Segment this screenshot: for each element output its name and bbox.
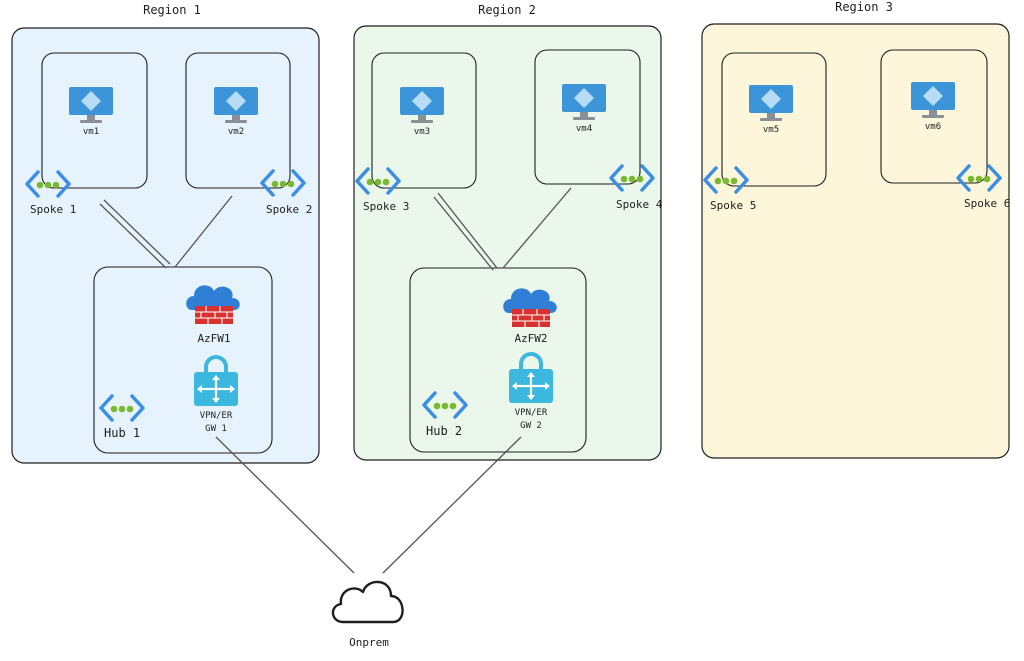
hub-2-box [409,267,587,453]
spoke-4-vnet-icon [609,164,655,192]
azfw1-firewall-icon [186,285,240,324]
vm-icon [911,82,955,118]
vm2-box [185,52,291,189]
vm4-label: vm4 [575,124,593,134]
onprem-cloud-icon [331,580,404,624]
azfw2-firewall-icon [503,288,557,327]
spoke-3-vnet-icon [355,167,401,195]
vm1-label: vm1 [82,127,100,137]
vm3-box [371,52,477,189]
region-3-title: Region 3 [835,0,893,14]
spoke-2-label: Spoke 2 [266,203,313,216]
gw2-onprem-link [382,436,522,574]
gw2-gateway-icon [509,352,553,403]
region-1-title: Region 1 [143,3,201,17]
gw1-onprem-link [215,436,355,574]
vm4-box [534,49,641,185]
spoke-6-vnet-icon [956,164,1002,192]
vm-icon [749,85,793,121]
spoke-1-vnet-icon [25,170,71,198]
spoke-3-label: Spoke 3 [363,200,410,213]
vm5-box [721,52,827,187]
hub-2-vnet-icon [422,391,468,419]
vm5-label: vm5 [762,125,780,135]
gw2-label-line1: VPN/ER [514,408,548,418]
vm-icon [400,87,444,123]
region-1-box [11,27,320,464]
hub-2-label: Hub 2 [426,424,463,438]
vm6-label: vm6 [924,122,942,132]
spoke1-hub1-link-2 [99,203,167,269]
vm6-box [880,49,988,184]
spoke-5-vnet-icon [703,166,749,194]
hub-1-label: Hub 1 [104,426,141,440]
vm-icon [214,87,258,123]
gw1-label-line2: GW 1 [205,424,227,434]
spoke1-hub1-link [103,199,171,265]
spoke3-hub2-link [437,192,498,269]
vm2-label: vm2 [227,127,245,137]
gw2-label-line2: GW 2 [520,421,542,431]
onprem-label: Onprem [349,636,389,649]
spoke2-hub1-link [174,195,233,268]
connectors [99,187,572,574]
spoke4-hub2-link [502,187,572,269]
gw1-label-line1: VPN/ER [199,411,233,421]
vm-icon [69,87,113,123]
azfw2-label: AzFW2 [514,332,548,345]
region-2-box [353,25,662,461]
azfw1-label: AzFW1 [197,332,231,345]
spoke-1-label: Spoke 1 [30,203,77,216]
region-2-title: Region 2 [478,3,536,17]
spoke3-hub2-link-2 [433,196,494,271]
hub-1-vnet-icon [99,394,145,422]
vm-icon [562,84,606,120]
vm1-box [41,52,148,189]
vm3-label: vm3 [413,127,431,137]
spoke-2-vnet-icon [260,169,306,197]
spoke-5-label: Spoke 5 [710,199,757,212]
spoke-4-label: Spoke 4 [616,198,663,211]
region-3-box [701,23,1010,459]
gw1-gateway-icon [194,355,238,406]
hub-1-box [93,266,273,454]
spoke-6-label: Spoke 6 [964,197,1011,210]
